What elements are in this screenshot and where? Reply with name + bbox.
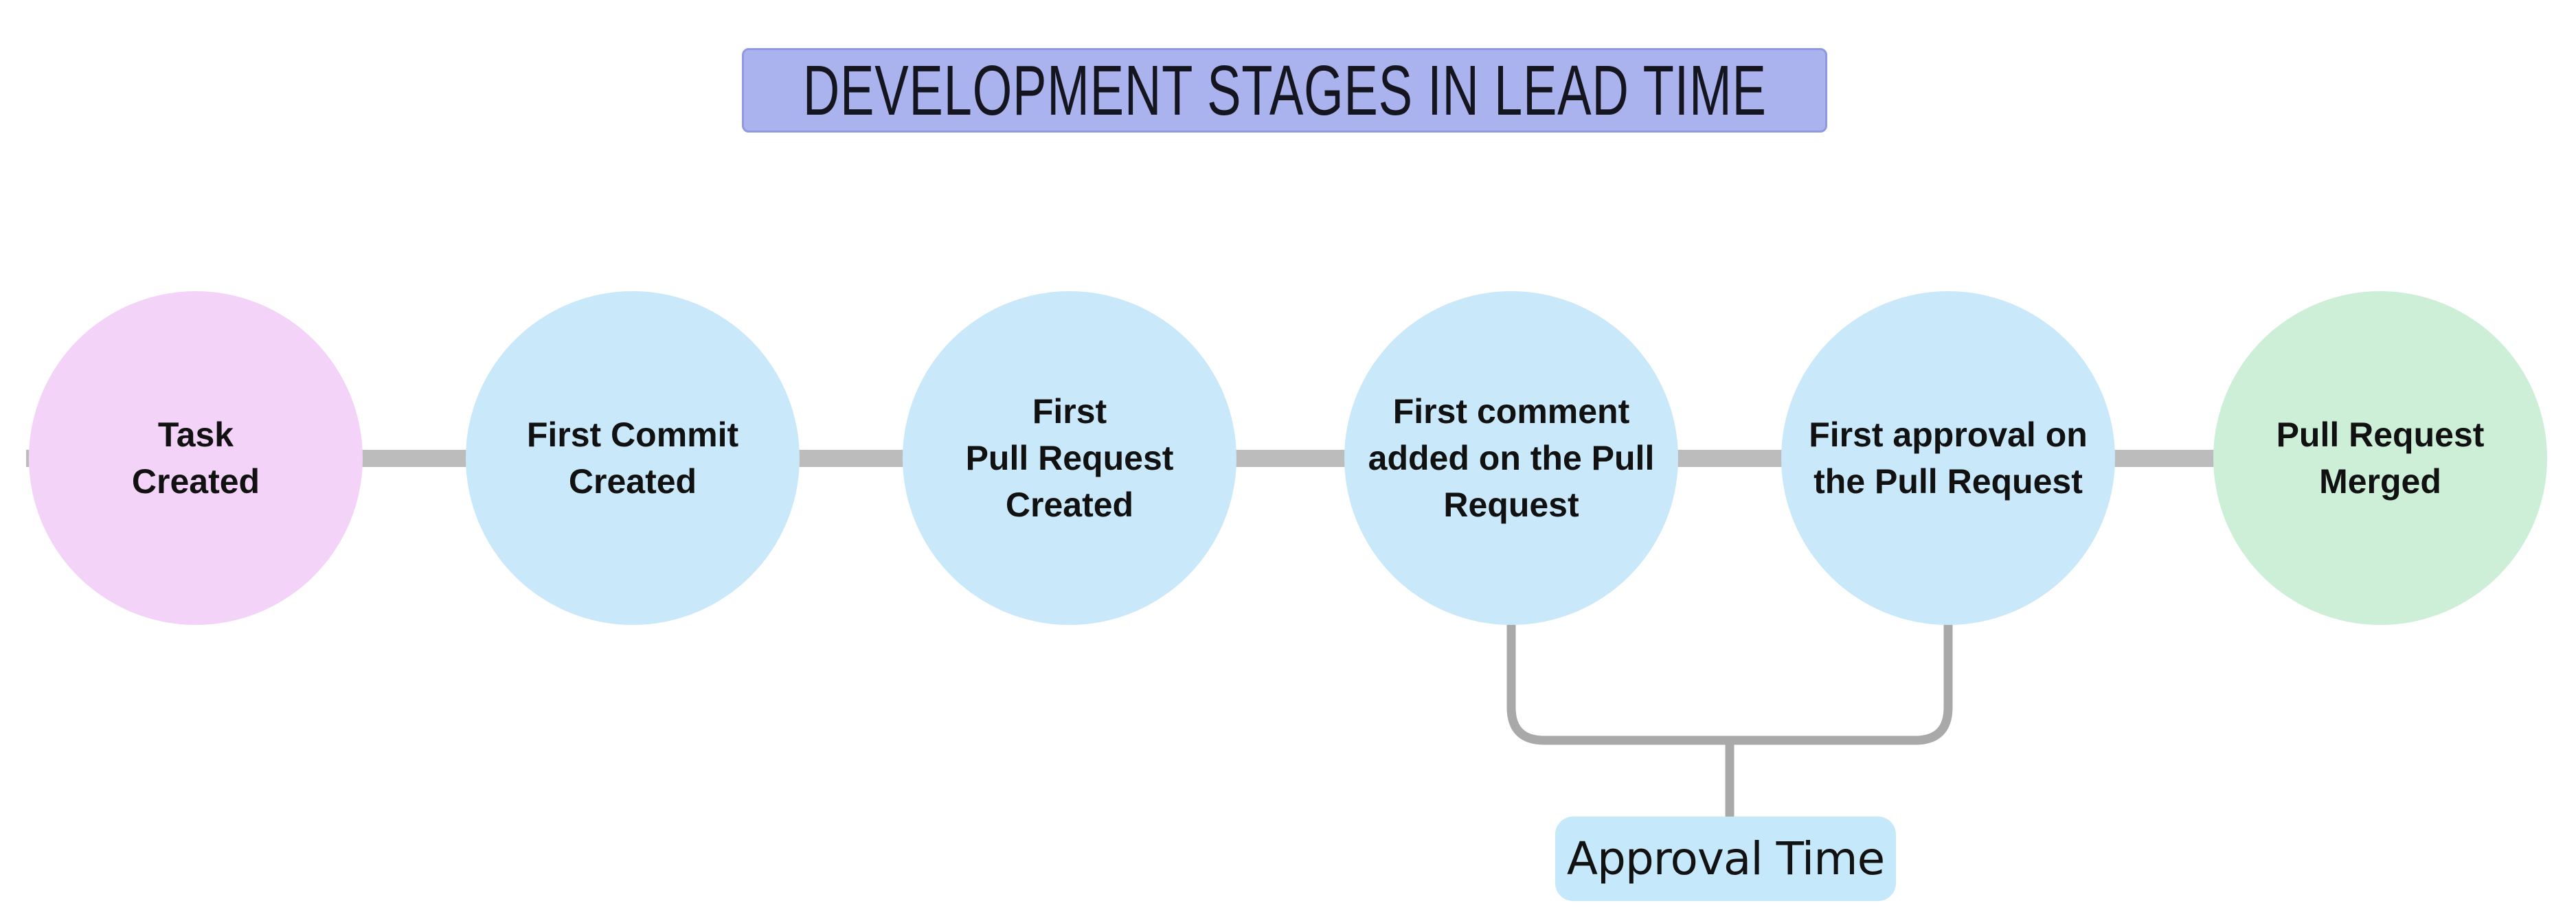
stage-circle-task-created: Task Created (29, 291, 363, 625)
bracket-path (1506, 623, 1953, 819)
stage-label: First comment added on the Pull Request (1368, 392, 1655, 524)
stage-circle-first-comment-added: First comment added on the Pull Request (1344, 291, 1678, 625)
stage-circle-first-approval: First approval on the Pull Request (1781, 291, 2115, 625)
stage-label: Task Created (131, 415, 260, 501)
approval-time-label: Approval Time (1566, 832, 1885, 885)
stage-label: Pull Request Merged (2276, 415, 2485, 501)
diagram-title: DEVELOPMENT STAGES IN LEAD TIME (802, 50, 1767, 130)
stage-label: First Pull Request Created (965, 392, 1174, 524)
stage-label: First Commit Created (526, 415, 739, 501)
stage-circle-pull-request-merged: Pull Request Merged (2213, 291, 2547, 625)
diagram-title-badge: DEVELOPMENT STAGES IN LEAD TIME (742, 48, 1827, 133)
stage-label: First approval on the Pull Request (1809, 415, 2088, 501)
approval-time-label-box: Approval Time (1555, 817, 1896, 901)
stage-circle-first-commit-created: First Commit Created (466, 291, 800, 625)
stage-circle-first-pull-request-created: First Pull Request Created (903, 291, 1236, 625)
